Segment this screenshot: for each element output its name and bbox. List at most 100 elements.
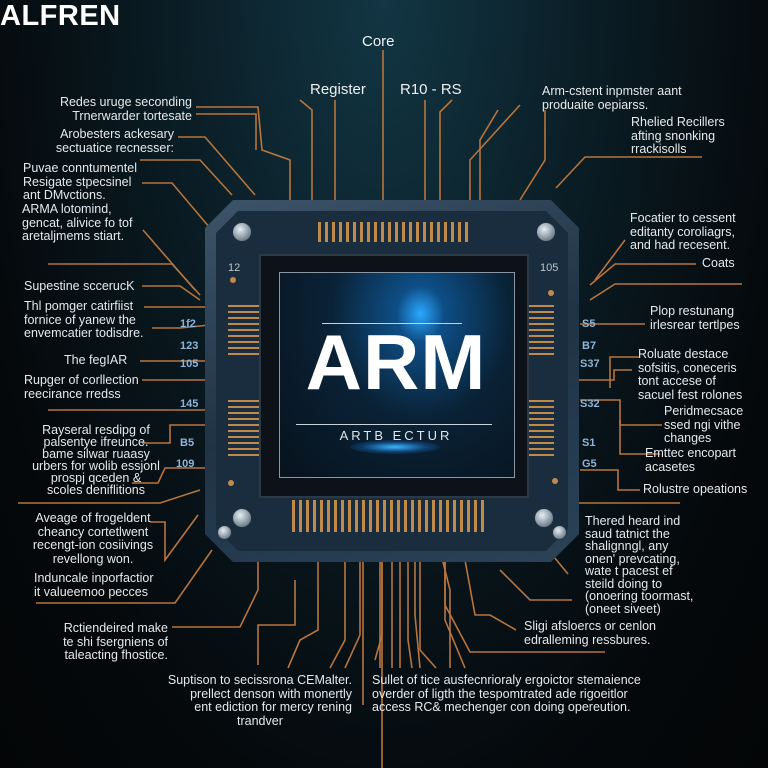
solder-dot: [548, 290, 554, 296]
pin-number: B7: [582, 340, 597, 352]
pin-number: 109: [176, 458, 195, 470]
screw-icon: [217, 525, 232, 540]
trace: [140, 159, 233, 196]
screw-icon: [536, 222, 556, 242]
trace: [142, 424, 212, 444]
trace: [287, 550, 319, 669]
trace: [499, 569, 572, 601]
solder-dot: [228, 480, 234, 486]
pin-number: S32: [580, 398, 600, 410]
screw-icon: [232, 508, 252, 528]
annotation: Rolustre opeations: [643, 482, 748, 496]
annotation: Suptison to secissrona CEMalter.prellect…: [167, 673, 352, 728]
pin-number: G5: [582, 458, 597, 470]
trace: [414, 550, 421, 669]
trace: [36, 549, 213, 604]
left-pins-lower: [228, 400, 260, 460]
trace: [196, 113, 257, 150]
trace: [619, 420, 660, 455]
trace: [555, 156, 702, 189]
trace: [439, 549, 451, 668]
trace: [589, 283, 742, 301]
pin-number: 123: [180, 340, 199, 352]
trace: [152, 324, 211, 329]
annotation: Sullet of tice ausfecnrioraly ergoictor …: [372, 673, 641, 714]
trace: [48, 263, 201, 296]
solder-dot: [552, 478, 558, 484]
left-pins-upper: [228, 305, 260, 357]
pin-number: S37: [580, 358, 600, 370]
trace: [172, 550, 259, 628]
screw-icon: [552, 525, 567, 540]
trace: [374, 550, 383, 661]
trace: [196, 106, 291, 215]
trace: [142, 182, 211, 229]
trace: [479, 109, 499, 215]
annotation: Coats: [702, 256, 735, 270]
screw-icon: [534, 508, 554, 528]
trace: [439, 99, 453, 215]
corner-label: 12: [228, 262, 241, 274]
pin-number: 1f2: [180, 318, 196, 330]
trace: [469, 104, 521, 215]
solder-dot: [230, 277, 236, 283]
trace: [464, 559, 517, 631]
trace: [419, 550, 437, 669]
trace: [344, 550, 361, 669]
trace: [329, 550, 346, 669]
label-register: Register: [310, 81, 366, 98]
trace: [257, 580, 296, 665]
bottom-pins: [292, 500, 487, 532]
corner-label: 105: [540, 262, 559, 274]
trace: [519, 110, 546, 201]
pin-number: 145: [180, 398, 199, 410]
top-pins: [318, 222, 468, 242]
trace: [178, 136, 256, 196]
label-range: R10 - RS: [400, 81, 462, 98]
trace: [407, 550, 413, 669]
pin-number: B5: [180, 437, 195, 449]
annotation: The fegIAR: [64, 353, 128, 367]
trace: [609, 356, 640, 388]
architecture-subtitle: ARTB ECTUR: [339, 428, 453, 443]
brand-title: ALFREN: [0, 0, 121, 32]
trace: [18, 489, 201, 504]
trace: [299, 99, 313, 215]
trace: [444, 560, 605, 653]
trace: [580, 469, 640, 491]
trace: [132, 467, 210, 484]
divider: [322, 323, 462, 324]
arm-logo: ARM: [305, 318, 487, 406]
pin-number: S1: [582, 437, 596, 449]
screw-icon: [232, 222, 252, 242]
trace: [150, 514, 199, 563]
trace: [589, 263, 696, 286]
pin-number: S5: [582, 318, 596, 330]
label-core: Core: [362, 33, 395, 50]
trace: [594, 239, 626, 281]
trace: [580, 399, 662, 426]
pin-number: 105: [180, 358, 199, 370]
trace: [142, 285, 201, 301]
trace: [575, 369, 632, 381]
